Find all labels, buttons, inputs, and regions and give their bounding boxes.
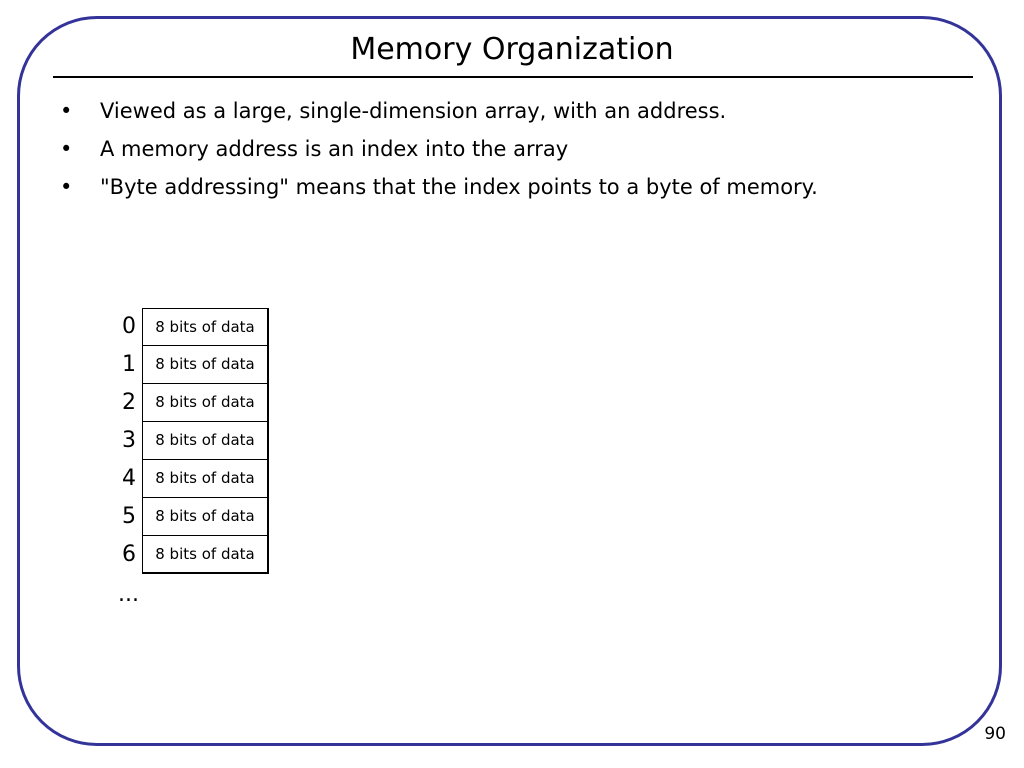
- memory-address: 2: [122, 390, 136, 415]
- title-divider: [53, 76, 973, 78]
- bullet-item: • Viewed as a large, single-dimension arr…: [60, 92, 818, 130]
- bullet-text: "Byte addressing" means that the index p…: [100, 175, 818, 199]
- memory-address: 6: [122, 542, 136, 567]
- memory-cell: 8 bits of data: [142, 384, 269, 422]
- page-number: 90: [984, 724, 1006, 744]
- slide-frame: [17, 16, 1002, 746]
- memory-address: 5: [122, 504, 136, 529]
- memory-address: 4: [122, 466, 136, 491]
- memory-address: 0: [122, 314, 136, 339]
- memory-address-column: 0 1 2 3 4 5 6: [100, 308, 136, 574]
- memory-array: 8 bits of data 8 bits of data 8 bits of …: [142, 308, 269, 574]
- bullet-list: • Viewed as a large, single-dimension arr…: [60, 92, 818, 206]
- memory-cell: 8 bits of data: [142, 460, 269, 498]
- bullet-item: • A memory address is an index into the a…: [60, 130, 818, 168]
- bullet-dot: •: [60, 99, 73, 123]
- memory-cell: 8 bits of data: [142, 346, 269, 384]
- memory-address: 1: [122, 352, 136, 377]
- bullet-item: • "Byte addressing" means that the index …: [60, 168, 818, 206]
- memory-cell: 8 bits of data: [142, 422, 269, 460]
- slide-title: Memory Organization: [350, 32, 674, 67]
- bullet-dot: •: [60, 175, 73, 199]
- memory-cell: 8 bits of data: [142, 498, 269, 536]
- memory-address: 3: [122, 428, 136, 453]
- memory-cell: 8 bits of data: [142, 308, 269, 346]
- memory-cell: 8 bits of data: [142, 536, 269, 574]
- bullet-dot: •: [60, 137, 73, 161]
- bullet-text: Viewed as a large, single-dimension arra…: [100, 99, 727, 123]
- bullet-text: A memory address is an index into the ar…: [100, 137, 569, 161]
- memory-continuation-ellipsis: ...: [118, 582, 139, 607]
